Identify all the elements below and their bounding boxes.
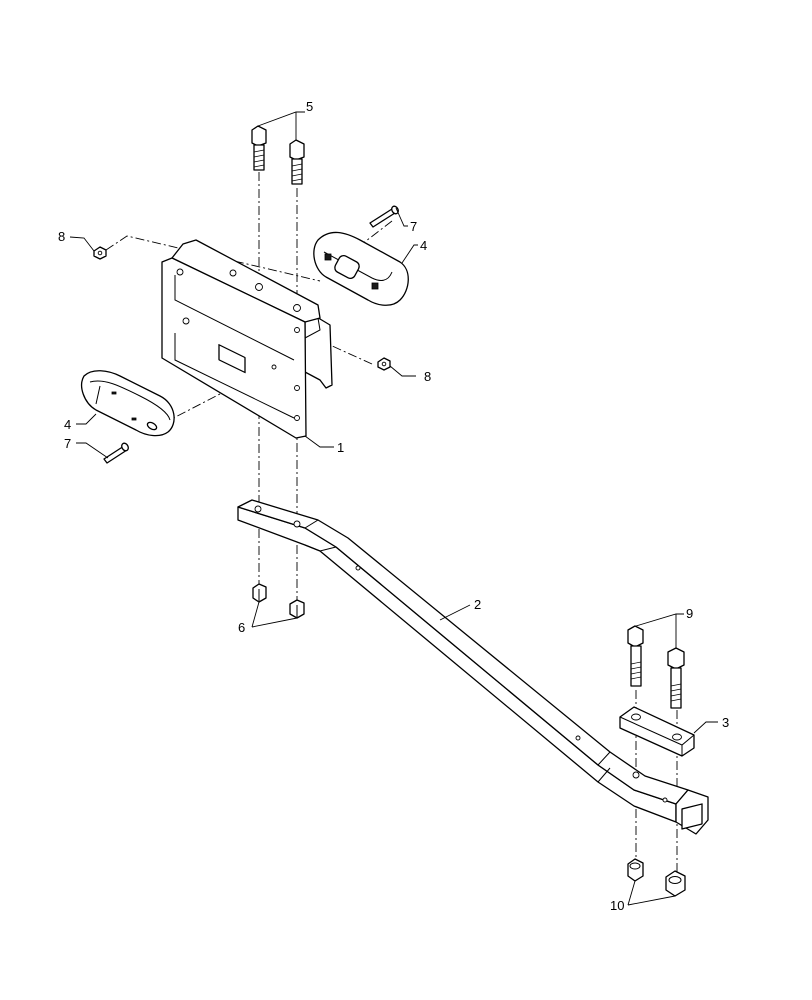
lamp-lower: [81, 370, 175, 437]
screw-upper: [369, 205, 399, 228]
callout-3: 3: [722, 715, 729, 730]
clamp-plate: [619, 706, 695, 757]
callout-10: 10: [610, 898, 624, 913]
callout-8-left: 8: [58, 229, 65, 244]
callout-labels: 5 7 4 8 8 4 7 1 2 6 9 3 10: [58, 99, 729, 913]
upper-bolt-right: [289, 139, 305, 185]
small-nut-right: [377, 357, 391, 371]
lower-nut-left: [627, 858, 644, 882]
lower-bolt-right: [667, 647, 685, 709]
small-nut-left: [93, 246, 107, 260]
callout-9: 9: [686, 606, 693, 621]
callout-4-upper: 4: [420, 238, 427, 253]
callout-2: 2: [474, 597, 481, 612]
leader-lines: [69, 111, 718, 906]
upper-bolt-left: [251, 125, 267, 171]
nut-right: [289, 599, 305, 619]
callout-4-lower: 4: [64, 417, 71, 432]
callout-1: 1: [337, 440, 344, 455]
nut-left: [252, 583, 267, 603]
lower-nut-right: [665, 870, 686, 897]
lower-bolt-left: [627, 625, 644, 687]
lamp-upper: [313, 231, 409, 306]
mounting-bracket: [161, 239, 333, 439]
callout-6: 6: [238, 620, 245, 635]
callout-7-upper: 7: [410, 219, 417, 234]
screw-lower: [103, 442, 129, 464]
callout-7-lower: 7: [64, 436, 71, 451]
callout-8-right: 8: [424, 369, 431, 384]
tube-arm: [237, 499, 709, 835]
callout-5: 5: [306, 99, 313, 114]
